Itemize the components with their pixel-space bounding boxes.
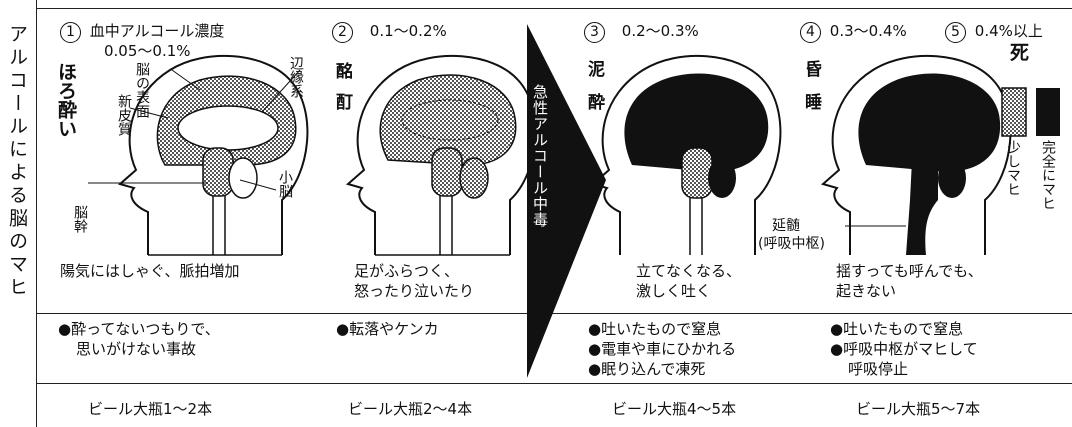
stage-1-name: ほろ酔い — [55, 62, 77, 138]
stage-3-symptom-line1: 立てなくなる、 — [636, 262, 742, 280]
stage-2-beer: ビール大瓶2〜4本 — [348, 400, 473, 418]
label-neocortex: 新皮質 — [116, 94, 132, 136]
label-brain-surface: 脳の表面 — [134, 62, 150, 118]
legend-full-swatch — [1036, 88, 1060, 136]
frame-top-line — [36, 8, 1072, 9]
stage-4-symptom-line2: 起きない — [836, 282, 897, 300]
stage-1-symptom: 陽気にはしゃぐ、脈拍増加 — [60, 262, 240, 280]
stage-3-level: 0.2〜0.3% — [621, 22, 699, 40]
stage-3-danger-line2: ●電車や車にひかれる — [588, 340, 737, 358]
label-limbic: 辺縁系 — [288, 56, 304, 98]
legend-partial-label: 少しマヒ — [1005, 140, 1021, 196]
stage-2-level: 0.1〜0.2% — [369, 22, 447, 40]
acute-poisoning-arrow — [527, 24, 606, 378]
stage-4-danger-line2: ●呼吸中枢がマヒして — [830, 340, 978, 358]
stage-2-name: 酩酊 — [332, 62, 352, 124]
stage-1-beer: ビール大瓶1〜2本 — [88, 400, 213, 418]
stage-5-header: 5 0.4%以上 — [945, 22, 1043, 43]
stage-1-header: 1 血中アルコール濃度 — [60, 22, 224, 43]
stage-3-beer: ビール大瓶4〜5本 — [612, 400, 737, 418]
stage-5-number: 5 — [945, 22, 966, 43]
stage-3-header: 3 0.2〜0.3% — [584, 22, 699, 43]
stage-4-symptom-line1: 揺すっても呼んでも、 — [836, 262, 983, 280]
stage-4-number: 4 — [800, 22, 821, 43]
stage-1-level-line2: 0.05〜0.1% — [104, 42, 191, 60]
stage-2-header: 2 0.1〜0.2% — [332, 22, 447, 43]
stage-2-number: 2 — [332, 22, 353, 43]
label-respiratory-center: (呼吸中枢) — [758, 236, 825, 252]
head-1 — [88, 54, 309, 255]
stage-4-header: 4 0.3〜0.4% — [800, 22, 907, 43]
head-2 — [345, 54, 537, 255]
stage-1-danger-line2: 思いがけない事故 — [76, 340, 197, 358]
frame-left-line — [36, 0, 37, 427]
stage-2-danger-line1: ●転落やケンカ — [336, 320, 439, 338]
stage-4-level: 0.3〜0.4% — [829, 22, 907, 40]
stage-1-danger-line1: ●酔ってないつもりで、 — [58, 320, 220, 338]
stage-3-danger-line1: ●吐いたもので窒息 — [588, 320, 722, 338]
arrow-label: 急性アルコール中毒 — [531, 84, 549, 228]
stage-3-name: 泥酔 — [584, 60, 604, 126]
stage-5-name: 死 — [1010, 42, 1030, 64]
label-medulla: 延髄 — [772, 218, 800, 234]
legend-full-label: 完全にマヒ — [1040, 140, 1056, 210]
legend-partial-swatch — [1001, 87, 1027, 137]
stage-4-danger-line1: ●吐いたもので窒息 — [830, 320, 964, 338]
head-4 — [820, 54, 1012, 255]
stage-1-level-line1: 血中アルコール濃度 — [89, 22, 225, 40]
stage-4-name: 昏睡 — [801, 60, 821, 126]
stage-4-danger-line3: 呼吸停止 — [848, 360, 909, 378]
head-3 — [590, 54, 782, 255]
stage-3-number: 3 — [584, 22, 605, 43]
stage-2-symptom-line2: 怒ったり泣いたり — [354, 282, 475, 300]
divider-line-2 — [36, 383, 1072, 384]
stage-4-beer: ビール大瓶5〜7本 — [856, 400, 981, 418]
stage-3-symptom-line2: 激しく吐く — [636, 282, 712, 300]
stage-5-level: 0.4%以上 — [974, 22, 1043, 40]
divider-line-1 — [36, 313, 1072, 314]
stage-1-number: 1 — [60, 22, 81, 43]
stage-2-symptom-line1: 足がふらつく、 — [354, 262, 460, 280]
label-cerebellum: 小脳 — [277, 170, 293, 198]
label-brainstem: 脳幹 — [72, 205, 88, 233]
side-title: アルコールによる脳のマヒ — [6, 24, 28, 300]
stage-3-danger-line3: ●眠り込んで凍死 — [588, 360, 706, 378]
